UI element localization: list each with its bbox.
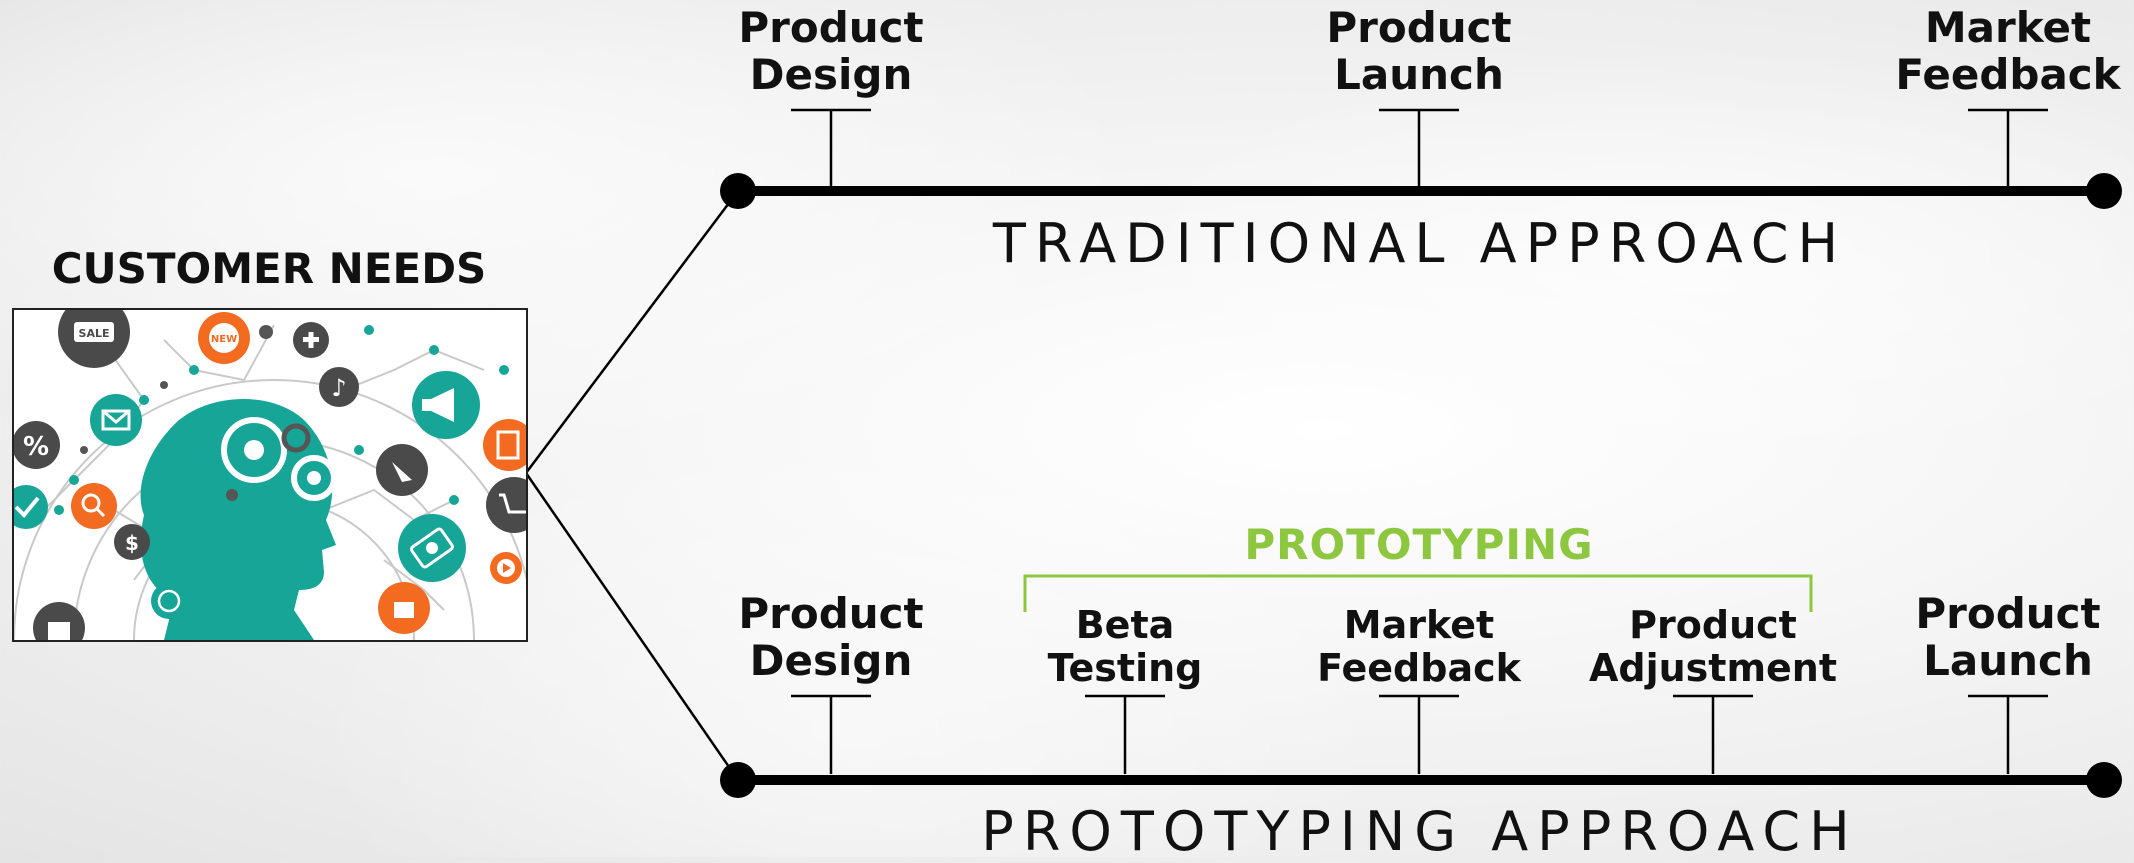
search-icon bbox=[71, 483, 117, 529]
traditional-milestone-product-launch: Product Launch bbox=[1319, 4, 1519, 98]
connector-to-traditional bbox=[525, 190, 739, 474]
prototyping-milestone-beta-testing: Beta Testing bbox=[1025, 604, 1225, 689]
play-icon bbox=[490, 552, 522, 584]
percent-icon: % bbox=[14, 421, 60, 469]
traditional-start-dot bbox=[720, 173, 756, 209]
megaphone-icon bbox=[412, 371, 480, 439]
milestone-line2: Feedback bbox=[1895, 50, 2121, 100]
traditional-milestone-market-feedback: Market Feedback bbox=[1888, 4, 2128, 98]
checkmark-icon bbox=[14, 485, 48, 529]
svg-text:♪: ♪ bbox=[331, 374, 346, 402]
milestone-line1: Product bbox=[1915, 589, 2101, 638]
svg-text:$: $ bbox=[125, 531, 139, 555]
prototyping-bracket bbox=[1023, 574, 1813, 612]
traditional-ticks bbox=[791, 108, 2048, 186]
milestone-line2: Launch bbox=[1923, 636, 2093, 686]
notepad-icon bbox=[483, 419, 526, 471]
money-icon bbox=[398, 514, 466, 582]
dollar-icon: $ bbox=[114, 524, 150, 560]
prototyping-milestone-product-design: Product Design bbox=[731, 590, 931, 684]
milestone-line1: Market bbox=[1924, 3, 2092, 52]
milestone-line1: Product bbox=[1629, 603, 1797, 647]
milestone-line2: Launch bbox=[1334, 50, 1504, 100]
milestone-line2: Design bbox=[749, 636, 913, 686]
plus-icon bbox=[293, 322, 329, 358]
shopping-bag-icon bbox=[378, 582, 430, 634]
pointer-hand-icon bbox=[376, 444, 428, 496]
milestone-line1: Beta bbox=[1075, 603, 1175, 647]
sale-tag-icon: SALE bbox=[58, 310, 130, 368]
milestone-line1: Product bbox=[738, 589, 924, 638]
prototyping-milestone-product-launch: Product Launch bbox=[1898, 590, 2118, 684]
svg-text:SALE: SALE bbox=[79, 327, 110, 340]
shopping-cart-icon bbox=[486, 477, 526, 533]
milestone-line1: Market bbox=[1343, 603, 1495, 647]
milestone-line2: Design bbox=[749, 50, 913, 100]
customer-needs-svg: SALE NEW ♪ % $ bbox=[14, 310, 526, 640]
thumbs-up-icon bbox=[33, 602, 85, 640]
gears-head-icon bbox=[140, 399, 336, 640]
prototyping-ticks bbox=[791, 694, 2048, 774]
traditional-approach-label: TRADITIONAL APPROACH bbox=[992, 212, 1848, 275]
prototyping-start-dot bbox=[720, 762, 756, 798]
music-note-icon: ♪ bbox=[319, 367, 359, 407]
traditional-milestone-product-design: Product Design bbox=[731, 4, 931, 98]
svg-text:NEW: NEW bbox=[211, 334, 237, 345]
new-badge-icon: NEW bbox=[198, 312, 250, 364]
prototyping-milestone-product-adjustment: Product Adjustment bbox=[1583, 604, 1843, 689]
clock-icon bbox=[151, 583, 187, 619]
milestone-line2: Adjustment bbox=[1588, 645, 1838, 690]
milestone-line1: Product bbox=[1326, 3, 1512, 52]
svg-text:%: % bbox=[23, 432, 49, 462]
prototyping-approach-label: PROTOTYPING APPROACH bbox=[981, 800, 1859, 863]
prototyping-end-dot bbox=[2086, 762, 2122, 798]
prototyping-bracket-label: PROTOTYPING bbox=[1244, 520, 1594, 569]
milestone-line2: Feedback bbox=[1317, 645, 1521, 690]
envelope-icon bbox=[90, 394, 142, 446]
milestone-line1: Product bbox=[738, 3, 924, 52]
customer-needs-illustration: SALE NEW ♪ % $ bbox=[12, 308, 528, 642]
customer-needs-title: CUSTOMER NEEDS bbox=[51, 244, 487, 293]
connector-to-prototyping bbox=[524, 472, 740, 781]
traditional-end-dot bbox=[2086, 173, 2122, 209]
prototyping-milestone-market-feedback: Market Feedback bbox=[1309, 604, 1529, 689]
milestone-line2: Testing bbox=[1047, 645, 1203, 690]
